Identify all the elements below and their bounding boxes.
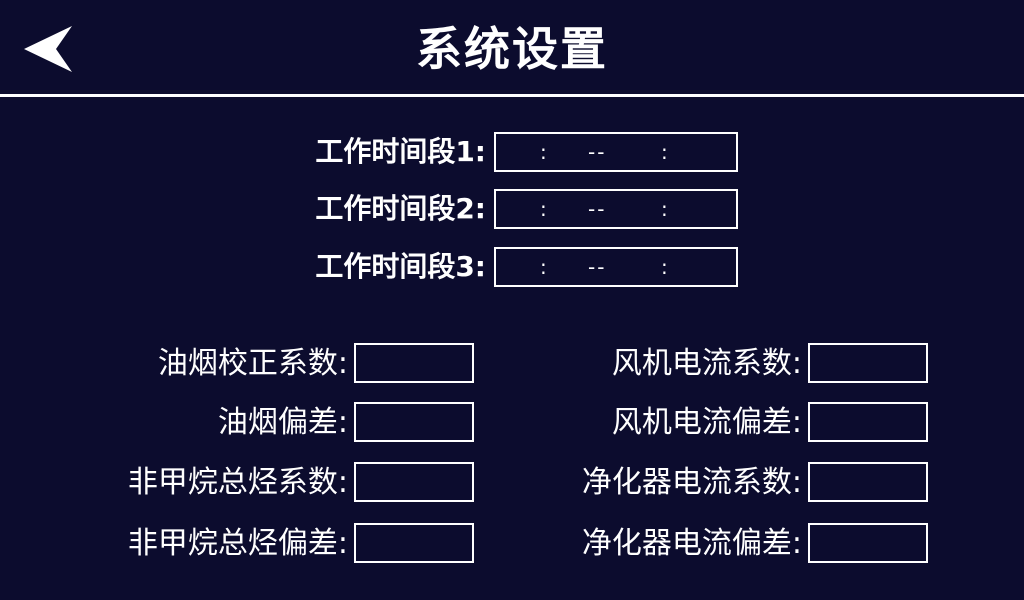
time-separator: : bbox=[661, 255, 668, 279]
purifier-current-coefficient-input[interactable] bbox=[808, 462, 928, 502]
nmhc-coefficient-input[interactable] bbox=[354, 462, 474, 502]
work-period-label: 工作时间段2: bbox=[315, 192, 486, 225]
nmhc-deviation-input[interactable] bbox=[354, 523, 474, 563]
oil-fume-coefficient-input[interactable] bbox=[354, 343, 474, 383]
work-period-input-2[interactable]: : -- : bbox=[494, 189, 738, 229]
work-period-row-3: 工作时间段3: : -- : bbox=[0, 247, 1024, 287]
time-separator: : bbox=[540, 140, 547, 164]
purifier-current-coefficient-label: 净化器电流系数: bbox=[581, 465, 802, 500]
oil-fume-deviation-input[interactable] bbox=[354, 402, 474, 442]
purifier-current-deviation-label: 净化器电流偏差: bbox=[581, 526, 802, 561]
page-title: 系统设置 bbox=[416, 22, 608, 76]
fan-current-coefficient-label: 风机电流系数: bbox=[611, 346, 802, 381]
oil-fume-coefficient-label: 油烟校正系数: bbox=[157, 346, 348, 381]
fan-current-deviation-input[interactable] bbox=[808, 402, 928, 442]
fan-current-coefficient-input[interactable] bbox=[808, 343, 928, 383]
time-separator: : bbox=[540, 197, 547, 221]
back-arrow-icon bbox=[24, 26, 72, 72]
work-period-label: 工作时间段1: bbox=[315, 135, 486, 168]
header-divider bbox=[0, 94, 1024, 97]
time-separator: : bbox=[540, 255, 547, 279]
time-separator: : bbox=[661, 197, 668, 221]
time-range-dash: -- bbox=[588, 140, 607, 164]
work-period-input-3[interactable]: : -- : bbox=[494, 247, 738, 287]
nmhc-deviation-label: 非甲烷总烃偏差: bbox=[127, 526, 348, 561]
back-button[interactable] bbox=[22, 24, 76, 74]
purifier-current-deviation-input[interactable] bbox=[808, 523, 928, 563]
time-range-dash: -- bbox=[588, 255, 607, 279]
work-period-input-1[interactable]: : -- : bbox=[494, 132, 738, 172]
oil-fume-deviation-label: 油烟偏差: bbox=[217, 405, 348, 440]
time-range-dash: -- bbox=[588, 197, 607, 221]
work-period-label: 工作时间段3: bbox=[315, 250, 486, 283]
nmhc-coefficient-label: 非甲烷总烃系数: bbox=[127, 465, 348, 500]
work-period-row-1: 工作时间段1: : -- : bbox=[0, 132, 1024, 172]
fan-current-deviation-label: 风机电流偏差: bbox=[611, 405, 802, 440]
time-separator: : bbox=[661, 140, 668, 164]
work-period-row-2: 工作时间段2: : -- : bbox=[0, 189, 1024, 229]
header-bar: 系统设置 bbox=[0, 0, 1024, 94]
